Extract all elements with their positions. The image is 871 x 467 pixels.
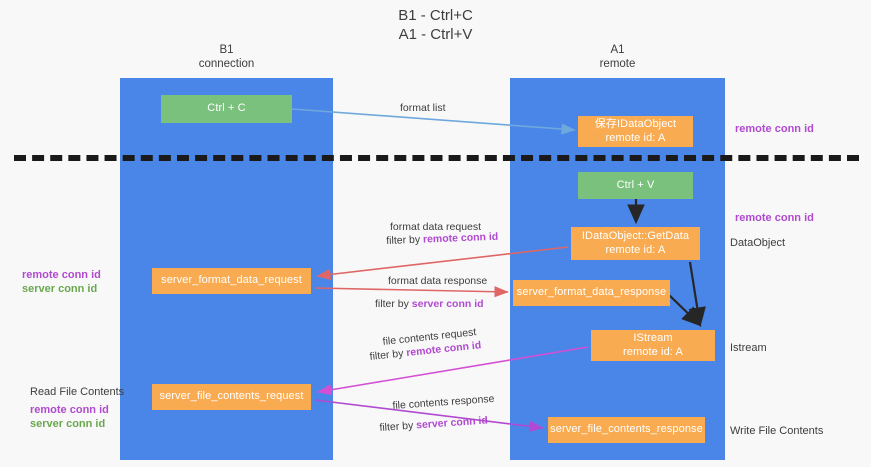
node-ctrl-c[interactable]: Ctrl + C	[161, 95, 292, 123]
node-server-file-contents-request[interactable]: server_file_contents_request	[152, 384, 311, 410]
diagram-title-line-1: B1 - Ctrl+C	[398, 7, 473, 24]
annotation-remote-conn-id-middle: remote conn id	[735, 212, 814, 224]
node-server-format-data-request[interactable]: server_format_data_request	[152, 268, 311, 294]
node-save-idataobject[interactable]: 保存IDataObject remote id: A	[578, 116, 693, 147]
keyword-server-conn-id: server conn id	[411, 298, 484, 310]
edge-label-format-data-request: format data request	[390, 220, 481, 234]
edge-label-format-data-response-text: format data response	[388, 275, 488, 287]
node-ctrl-v-label: Ctrl + V	[616, 178, 655, 191]
annotation-left-conn-ids-middle: remote conn id server conn id	[22, 268, 101, 296]
lane-header-a1: A1 remote	[510, 44, 725, 71]
node-istream[interactable]: IStream remote id: A	[591, 330, 715, 361]
annotation-write-file-contents: Write File Contents	[730, 425, 824, 437]
annotation-dataobject: DataObject	[730, 237, 786, 249]
annotation-left-remote-conn-id: remote conn id	[22, 269, 101, 281]
annotation-istream: Istream	[730, 342, 767, 354]
annotation-read-file-contents: Read File Contents	[30, 386, 125, 398]
node-istream-label: IStream	[633, 332, 673, 344]
keyword-server-conn-id: server conn id	[415, 414, 489, 432]
filter-prefix: filter by	[375, 298, 412, 310]
keyword-remote-conn-id: remote conn id	[422, 230, 499, 246]
edge-label-format-data-response: format data response	[388, 274, 487, 288]
node-server-format-data-response[interactable]: server_format_data_response	[513, 280, 670, 306]
edge-label-format-list: format list	[400, 101, 446, 115]
annotation-left-server-conn-id-bottom: server conn id	[30, 418, 106, 430]
annotation-left-remote-conn-id-bottom: remote conn id	[30, 404, 109, 416]
edge-label-format-data-response-filter: filter by server conn id	[375, 297, 484, 311]
diagram-title-line-2: A1 - Ctrl+V	[398, 26, 473, 43]
filter-prefix: filter by	[369, 347, 407, 363]
node-server-format-data-request-label: server_format_data_request	[161, 274, 302, 287]
diagram-title: B1 - Ctrl+C A1 - Ctrl+V	[0, 6, 871, 44]
lane-header-b1-role: connection	[198, 57, 255, 70]
node-server-file-contents-response[interactable]: server_file_contents_response	[548, 417, 705, 443]
edge-label-format-data-request-filter: filter by remote conn id	[386, 230, 498, 248]
filter-prefix: filter by	[379, 419, 417, 434]
node-save-idataobject-sub: remote id: A	[605, 131, 666, 144]
node-server-file-contents-request-label: server_file_contents_request	[159, 390, 304, 403]
edge-format-data-response	[314, 286, 509, 298]
edge-label-format-data-request-text: format data request	[390, 221, 482, 233]
lane-header-b1-name: B1	[219, 44, 234, 56]
annotation-left-server-conn-id: server conn id	[22, 283, 98, 295]
edge-label-file-contents-response: file contents response	[392, 392, 495, 413]
edge-label-file-contents-response-filter: filter by server conn id	[379, 413, 488, 435]
edge-label-file-contents-response-text: file contents response	[392, 392, 495, 412]
node-istream-sub: remote id: A	[623, 345, 683, 358]
edge-label-format-list-text: format list	[400, 102, 446, 114]
node-idataobject-getdata-sub: remote id: A	[605, 243, 666, 256]
node-idataobject-getdata-label: IDataObject::GetData	[581, 230, 690, 242]
annotation-remote-conn-id-top: remote conn id	[735, 123, 814, 135]
lane-header-b1: B1 connection	[120, 44, 333, 71]
node-server-format-data-response-label: server_format_data_response	[516, 286, 667, 299]
lane-header-a1-name: A1	[610, 44, 625, 56]
node-save-idataobject-label: 保存IDataObject	[594, 118, 677, 130]
node-ctrl-v[interactable]: Ctrl + V	[578, 172, 693, 199]
filter-prefix: filter by	[386, 233, 424, 247]
node-idataobject-getdata[interactable]: IDataObject::GetData remote id: A	[571, 227, 700, 260]
lane-header-a1-role: remote	[599, 57, 636, 70]
annotation-left-read-file-contents: Read File Contents remote conn id server…	[30, 385, 124, 431]
phase-separator	[14, 155, 859, 161]
node-server-file-contents-response-label: server_file_contents_response	[550, 423, 703, 436]
node-ctrl-c-label: Ctrl + C	[207, 102, 246, 115]
